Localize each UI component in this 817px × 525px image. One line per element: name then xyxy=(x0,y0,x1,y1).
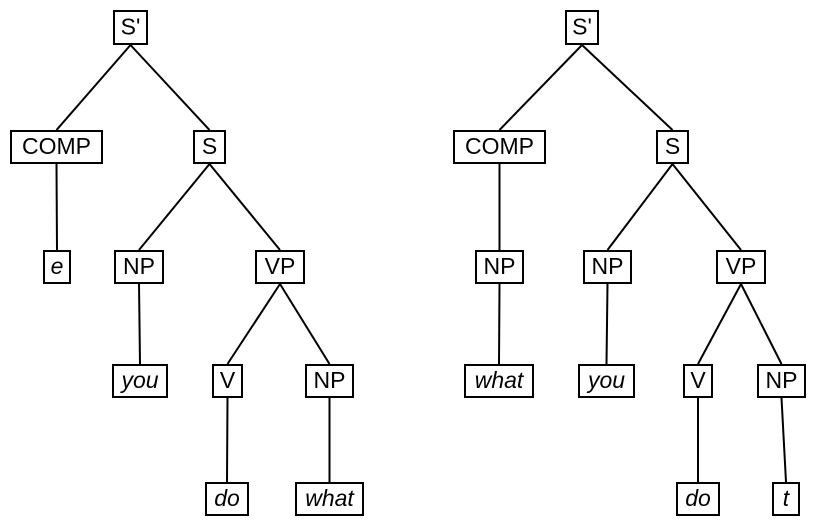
tree-node-do: do xyxy=(676,482,720,516)
tree-edge xyxy=(581,44,674,131)
tree-node-np: NP xyxy=(475,250,524,284)
tree-edge xyxy=(498,44,583,131)
node-label: S' xyxy=(572,14,592,40)
node-label: V xyxy=(220,367,236,393)
node-box xyxy=(683,364,713,398)
tree-node-s: S xyxy=(193,130,226,164)
node-label: COMP xyxy=(465,133,534,159)
node-label: what xyxy=(305,485,355,511)
node-label: COMP xyxy=(22,133,91,159)
tree-edge xyxy=(138,283,141,365)
node-box xyxy=(295,482,364,516)
tree-edge xyxy=(780,397,787,483)
tree-node-s: S xyxy=(656,130,689,164)
tree-edges-s-structure-tree xyxy=(498,44,787,483)
node-label: VP xyxy=(726,253,757,279)
tree-node-vp: VP xyxy=(255,250,305,284)
node-box xyxy=(212,364,243,398)
tree-node-t: t xyxy=(772,482,800,516)
tree-node-v: V xyxy=(683,364,713,398)
node-label: S xyxy=(202,133,217,159)
node-box xyxy=(676,482,720,516)
tree-node-sbar: S' xyxy=(565,10,599,45)
tree-node-np: NP xyxy=(757,364,806,398)
tree-nodes-s-structure-tree: S' COMP S NP NP VP what you V NP do t xyxy=(453,10,806,516)
node-box xyxy=(255,250,305,284)
node-label: NP xyxy=(766,367,798,393)
node-label: t xyxy=(783,485,791,511)
edges-layer xyxy=(55,44,787,483)
node-label: NP xyxy=(314,367,346,393)
tree-node-you: you xyxy=(578,364,635,398)
tree-edge xyxy=(55,44,132,131)
node-box xyxy=(464,364,534,398)
tree-edge xyxy=(226,283,281,365)
tree-edge xyxy=(129,44,211,131)
node-label: e xyxy=(51,253,64,279)
node-box xyxy=(114,250,164,284)
tree-node-e: e xyxy=(43,250,71,284)
tree-edge xyxy=(606,163,674,251)
tree-node-np: NP xyxy=(114,250,164,284)
tree-node-what: what xyxy=(464,364,534,398)
node-label: do xyxy=(214,485,240,511)
tree-edge xyxy=(697,283,742,365)
node-label: NP xyxy=(484,253,516,279)
tree-edge xyxy=(226,397,229,483)
node-box xyxy=(43,250,71,284)
tree-node-np: NP xyxy=(305,364,354,398)
tree-node-sbar: S' xyxy=(113,10,148,45)
tree-edge xyxy=(605,283,609,365)
node-box xyxy=(565,10,599,45)
node-label: you xyxy=(119,367,158,393)
tree-edge xyxy=(279,283,331,365)
tree-edges-d-structure-tree xyxy=(55,44,331,483)
tree-edge xyxy=(138,163,211,251)
tree-edge xyxy=(208,163,281,251)
node-label: what xyxy=(475,367,525,393)
tree-node-what: what xyxy=(295,482,364,516)
tree-node-do: do xyxy=(205,482,249,516)
node-box xyxy=(305,364,354,398)
tree-node-v: V xyxy=(212,364,243,398)
node-label: do xyxy=(685,485,711,511)
node-label: S' xyxy=(121,14,141,40)
tree-edge xyxy=(740,283,783,365)
tree-edge xyxy=(498,283,501,365)
tree-node-vp: VP xyxy=(716,250,766,284)
node-box xyxy=(453,130,546,164)
tree-edge xyxy=(671,163,742,251)
tree-node-comp: COMP xyxy=(10,130,103,164)
node-label: V xyxy=(690,367,706,393)
node-box xyxy=(578,364,635,398)
node-box xyxy=(475,250,524,284)
node-box xyxy=(10,130,103,164)
node-box xyxy=(113,10,148,45)
node-box xyxy=(656,130,689,164)
node-box xyxy=(205,482,249,516)
node-box xyxy=(757,364,806,398)
tree-node-comp: COMP xyxy=(453,130,546,164)
node-label: VP xyxy=(265,253,296,279)
node-label: NP xyxy=(123,253,155,279)
node-box xyxy=(772,482,800,516)
tree-node-np: NP xyxy=(583,250,632,284)
node-box xyxy=(112,364,168,398)
node-label: NP xyxy=(592,253,624,279)
tree-edge xyxy=(55,163,58,251)
node-label: you xyxy=(586,367,625,393)
node-box xyxy=(716,250,766,284)
tree-node-you: you xyxy=(112,364,168,398)
node-box xyxy=(193,130,226,164)
node-label: S xyxy=(665,133,680,159)
node-box xyxy=(583,250,632,284)
